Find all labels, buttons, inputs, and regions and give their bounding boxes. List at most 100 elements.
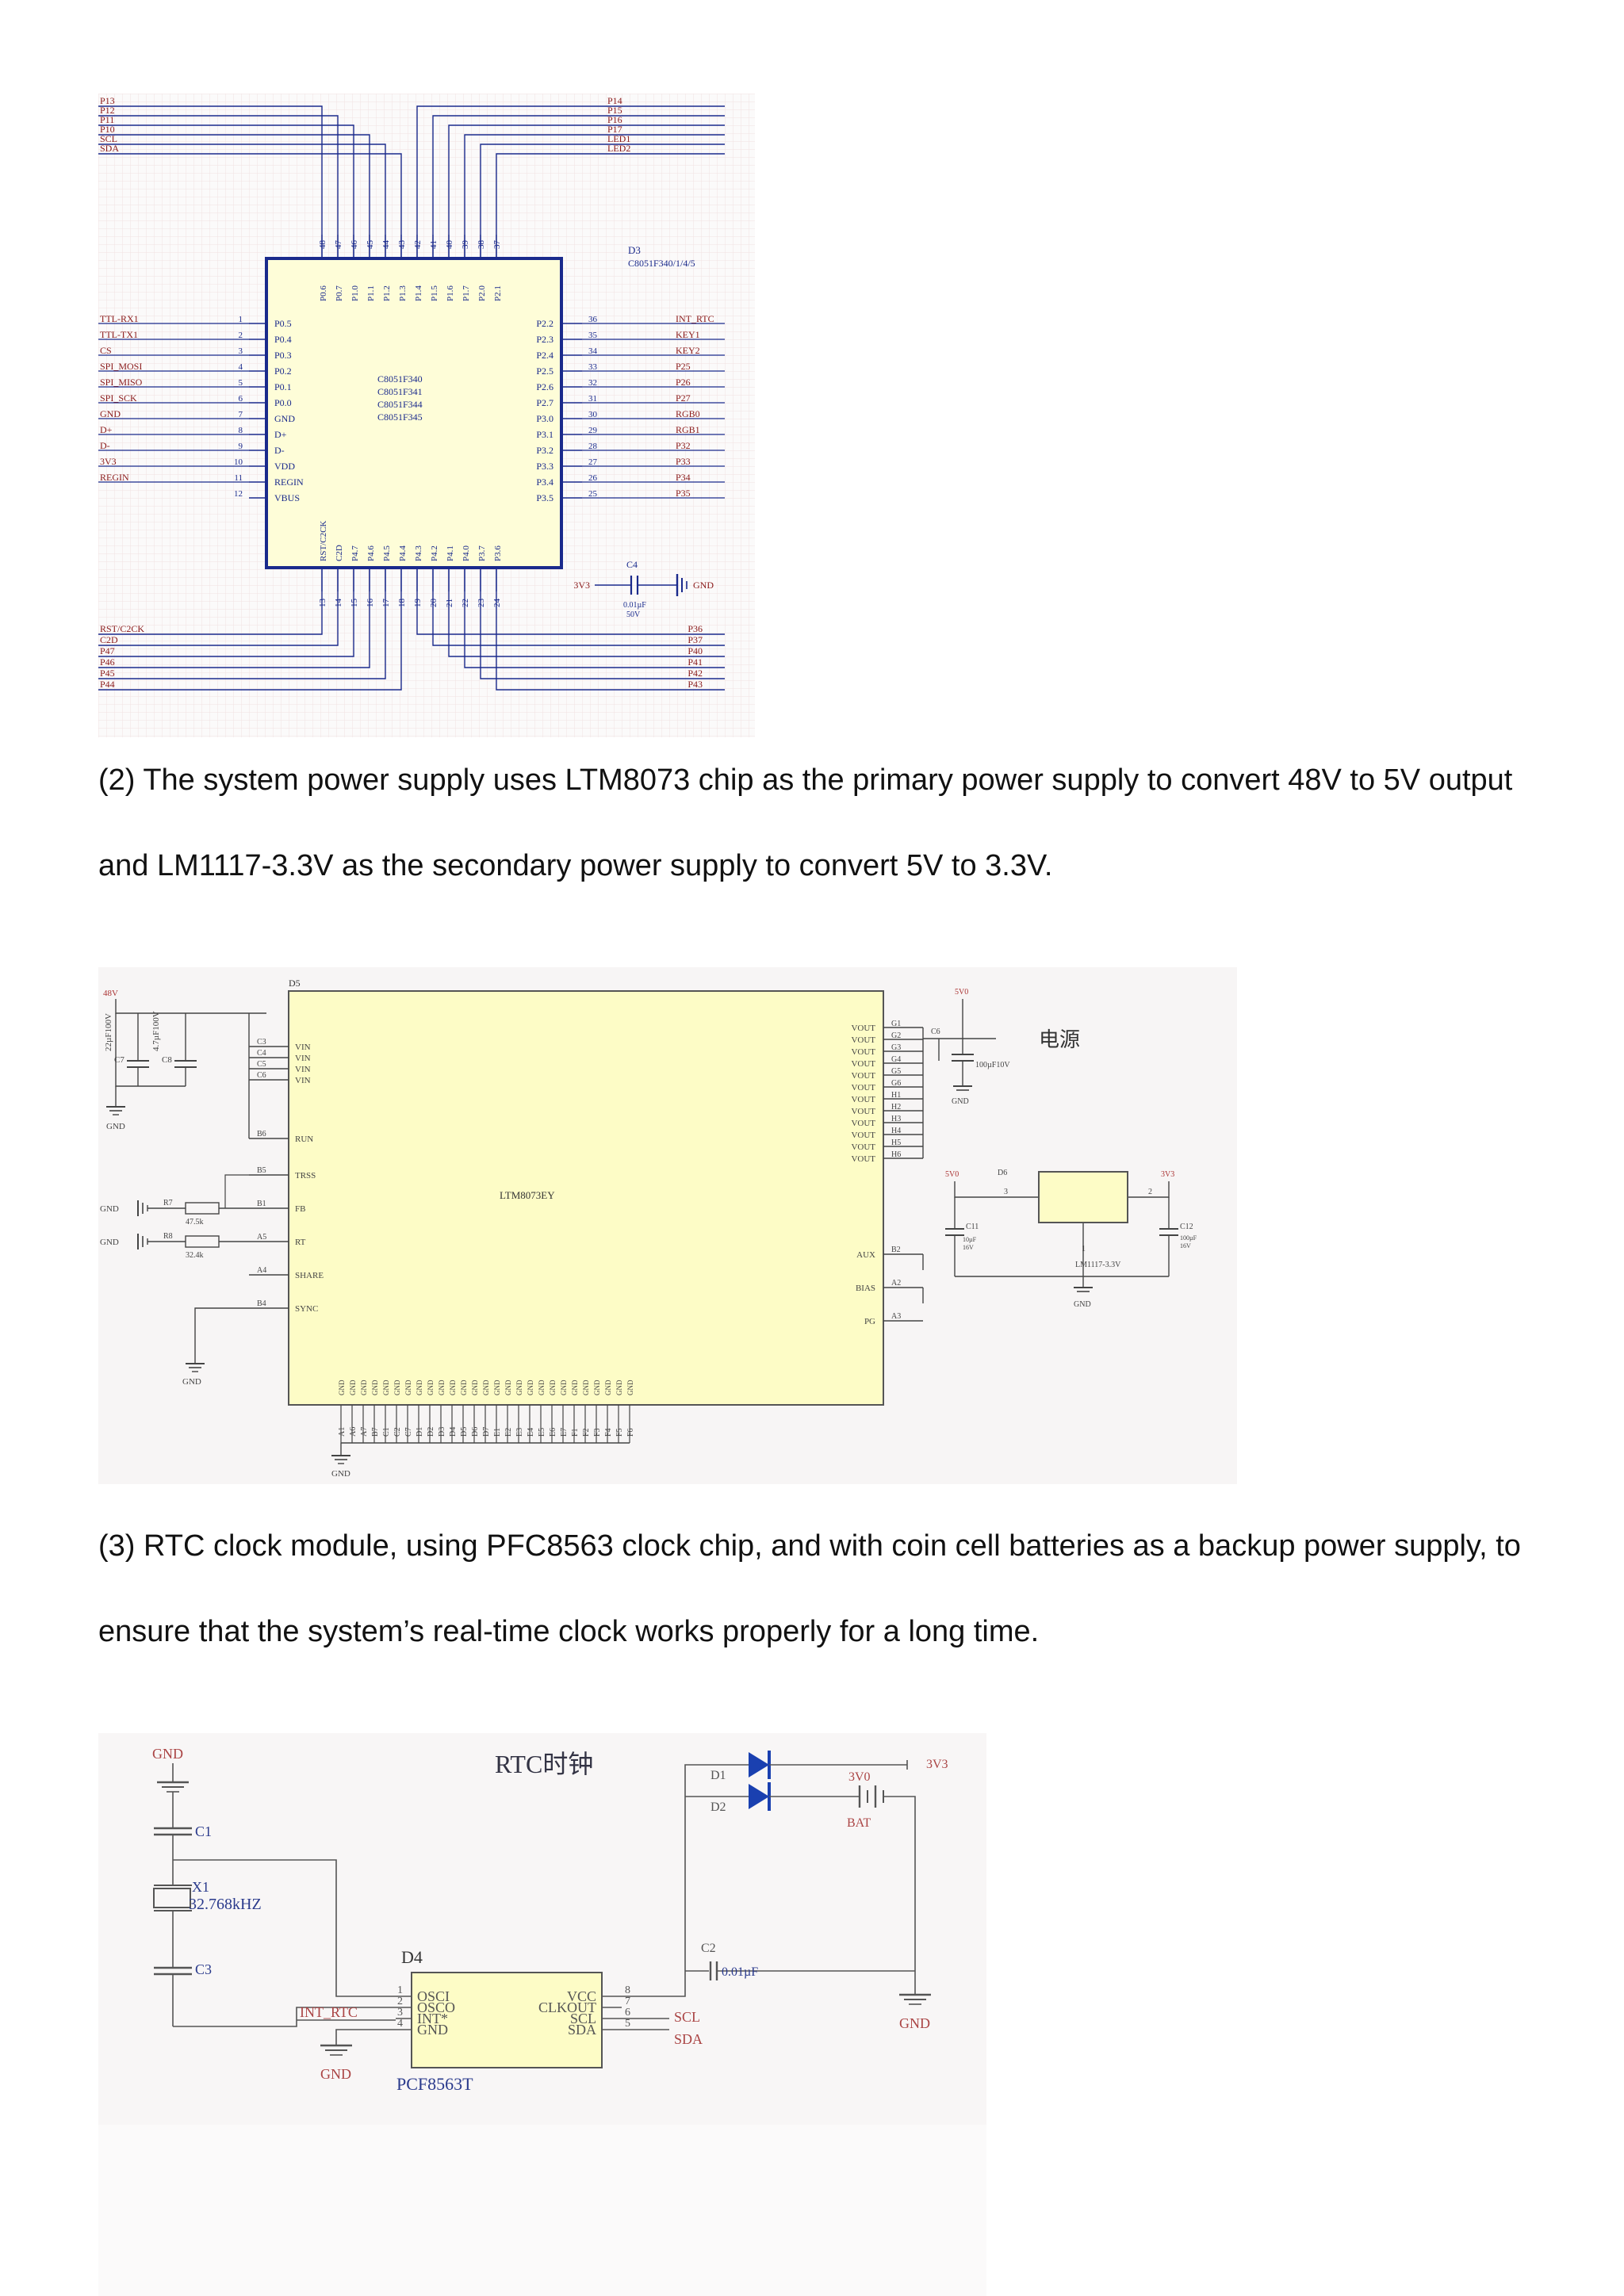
mcu-bottom-right-net: P36	[688, 623, 703, 634]
mcu-right-net: P34	[676, 472, 691, 483]
ltm-right-pin-name: VOUT	[851, 1154, 875, 1164]
mcu-right-pin-name: P3.0	[536, 413, 553, 424]
power-gnd-label: GND	[106, 1122, 125, 1131]
mcu-right-net: P25	[676, 361, 691, 372]
mcu-top-left-net: P11	[100, 114, 114, 125]
rtc-xtal-ref: X1	[192, 1879, 209, 1895]
mcu-left-pin-number: 9	[239, 442, 243, 451]
pcf-left-pin-number: 1	[397, 1984, 403, 1996]
mcu-top-right-net-wire	[432, 115, 725, 235]
crystal-body	[153, 1888, 191, 1908]
ltm-right-pin-ref: H4	[891, 1127, 901, 1135]
rtc-bat-label: BAT	[847, 1816, 871, 1830]
rtc-c1-ref: C1	[195, 1823, 212, 1839]
mcu-right-pin-name: P3.1	[536, 429, 553, 440]
ltm8073-body	[288, 990, 884, 1406]
lm1117-body	[1038, 1171, 1128, 1223]
ltm-bottom-pin-ref: E5	[538, 1428, 546, 1437]
ltm-bottom-pin-name: GND	[404, 1380, 412, 1395]
ltm-bottom-pin-name: GND	[349, 1380, 357, 1395]
mcu-right-net: P26	[676, 377, 691, 388]
ltm-bottom-pin-ref: E4	[527, 1428, 535, 1437]
reg-ref: D6	[998, 1169, 1007, 1177]
rtc-int-net: INT_RTC	[300, 2004, 358, 2020]
bat-wire	[883, 1796, 916, 1971]
pcf-right-pin-number: 6	[625, 2007, 630, 2019]
mcu-ref: D3	[628, 244, 641, 256]
aux-pin-name: PG	[864, 1317, 875, 1326]
ltm-right-pin-ref: G3	[891, 1043, 901, 1052]
mcu-top-pin-name: P1.7	[462, 285, 471, 301]
ltm-left-pin-name: FB	[295, 1204, 305, 1214]
mcu-left-net: SPI_MOSI	[100, 361, 142, 372]
rtc-xtal-value: 32.768kHZ	[189, 1896, 262, 1913]
mcu-bottom-pin-name: RST/C2CK	[319, 521, 328, 561]
ltm-bottom-pin-ref: B7	[371, 1427, 380, 1437]
mcu-top-left-net: P10	[100, 124, 115, 135]
paragraph-power-supply: (2) The system power supply uses LTM8073…	[98, 763, 1513, 882]
mcu-right-pin-number: 32	[588, 378, 597, 388]
mcu-top-left-net: SDA	[100, 143, 119, 154]
rtc-diode-ref: D2	[710, 1800, 726, 1814]
ltm-bottom-pin-ref: D4	[449, 1427, 458, 1437]
mcu-bottom-left-net-wire	[98, 591, 354, 657]
bottom-gnd-label: GND	[331, 1469, 350, 1479]
ltm-right-pin-ref: G2	[891, 1031, 901, 1040]
ltm-bottom-pin-name: GND	[360, 1380, 368, 1395]
reg-pin-number: 1	[1082, 1245, 1086, 1253]
ltm-bottom-pin-ref: E1	[493, 1428, 502, 1437]
ltm-right-pin-name: VOUT	[851, 1035, 875, 1045]
ltm-right-pin-ref: G5	[891, 1067, 901, 1076]
pcf-right-pin-number: 8	[625, 1984, 630, 1996]
power-title: 电源	[1039, 1028, 1080, 1051]
aux-pin-ref: A3	[891, 1312, 901, 1321]
mcu-top-left-net-wire	[98, 124, 354, 235]
mcu-left-net: D-	[100, 440, 110, 451]
mcu-chip-model: C8051F344	[377, 399, 423, 410]
mcu-bottom-pin-name: C2D	[335, 545, 344, 561]
pcf-left-pin-number: 4	[397, 2018, 403, 2030]
mcu-left-net: 3V3	[100, 456, 117, 467]
ltm-right-pin-ref: H3	[891, 1115, 901, 1123]
mcu-top-pin-number: 38	[477, 240, 486, 250]
mcu-bottom-pin-number: 23	[477, 599, 486, 608]
mcu-top-left-net-wire	[98, 115, 339, 235]
ltm-right-pin-ref: H2	[891, 1103, 901, 1112]
mcu-left-pin-name: P0.3	[274, 350, 292, 361]
mcu-left-pin-number: 3	[239, 346, 243, 356]
ltm-bottom-pin-ref: E2	[504, 1428, 513, 1437]
mcu-right-pin-name: P2.2	[536, 318, 553, 329]
rtc-diode-ref: D1	[710, 1769, 726, 1782]
mcu-top-right-net: LED2	[607, 143, 630, 154]
mcu-top-pin-name: P1.1	[366, 285, 376, 301]
mcu-top-left-net-wire	[98, 105, 323, 235]
power-cap-ref: C7	[114, 1055, 124, 1065]
mcu-bottom-pin-number: 16	[366, 599, 375, 608]
ltm-left-pin-ref: B1	[257, 1200, 266, 1208]
ltm-right-pin-name: VOUT	[851, 1024, 875, 1033]
ltm-left-pin-name: RT	[295, 1238, 306, 1247]
mcu-bottom-left-net-wire	[98, 591, 339, 646]
ltm-bottom-pin-name: GND	[449, 1380, 457, 1395]
reg-pin-number: 3	[1004, 1188, 1008, 1196]
ltm-right-pin-name: VOUT	[851, 1047, 875, 1057]
mcu-right-net: KEY2	[676, 345, 700, 356]
mcu-right-pin-name: P2.7	[536, 397, 553, 408]
mcu-bottom-left-net: P45	[100, 668, 115, 679]
mcu-top-pin-number: 43	[397, 240, 407, 250]
mcu-top-right-net: P16	[607, 114, 622, 125]
ltm-right-pin-name: VOUT	[851, 1059, 875, 1069]
power-res-ref: R8	[163, 1232, 173, 1241]
mcu-right-pin-number: 34	[588, 346, 598, 356]
pcf8563-body	[411, 1972, 603, 2068]
pcf-right-pin-number: 5	[625, 2018, 630, 2030]
power-cap2-value: 4.7µF100V	[151, 1011, 161, 1051]
mcu-left-pin-name: P0.2	[274, 365, 292, 377]
ltm-bottom-pin-name: GND	[482, 1380, 490, 1395]
mcu-left-pin-name: VBUS	[274, 492, 300, 503]
ltm-bottom-pin-name: GND	[504, 1380, 512, 1395]
pcf-gnd-wire	[335, 2029, 396, 2045]
ltm-right-pin-ref: G4	[891, 1055, 901, 1064]
rtc-top-gnd-label: GND	[152, 1746, 183, 1762]
